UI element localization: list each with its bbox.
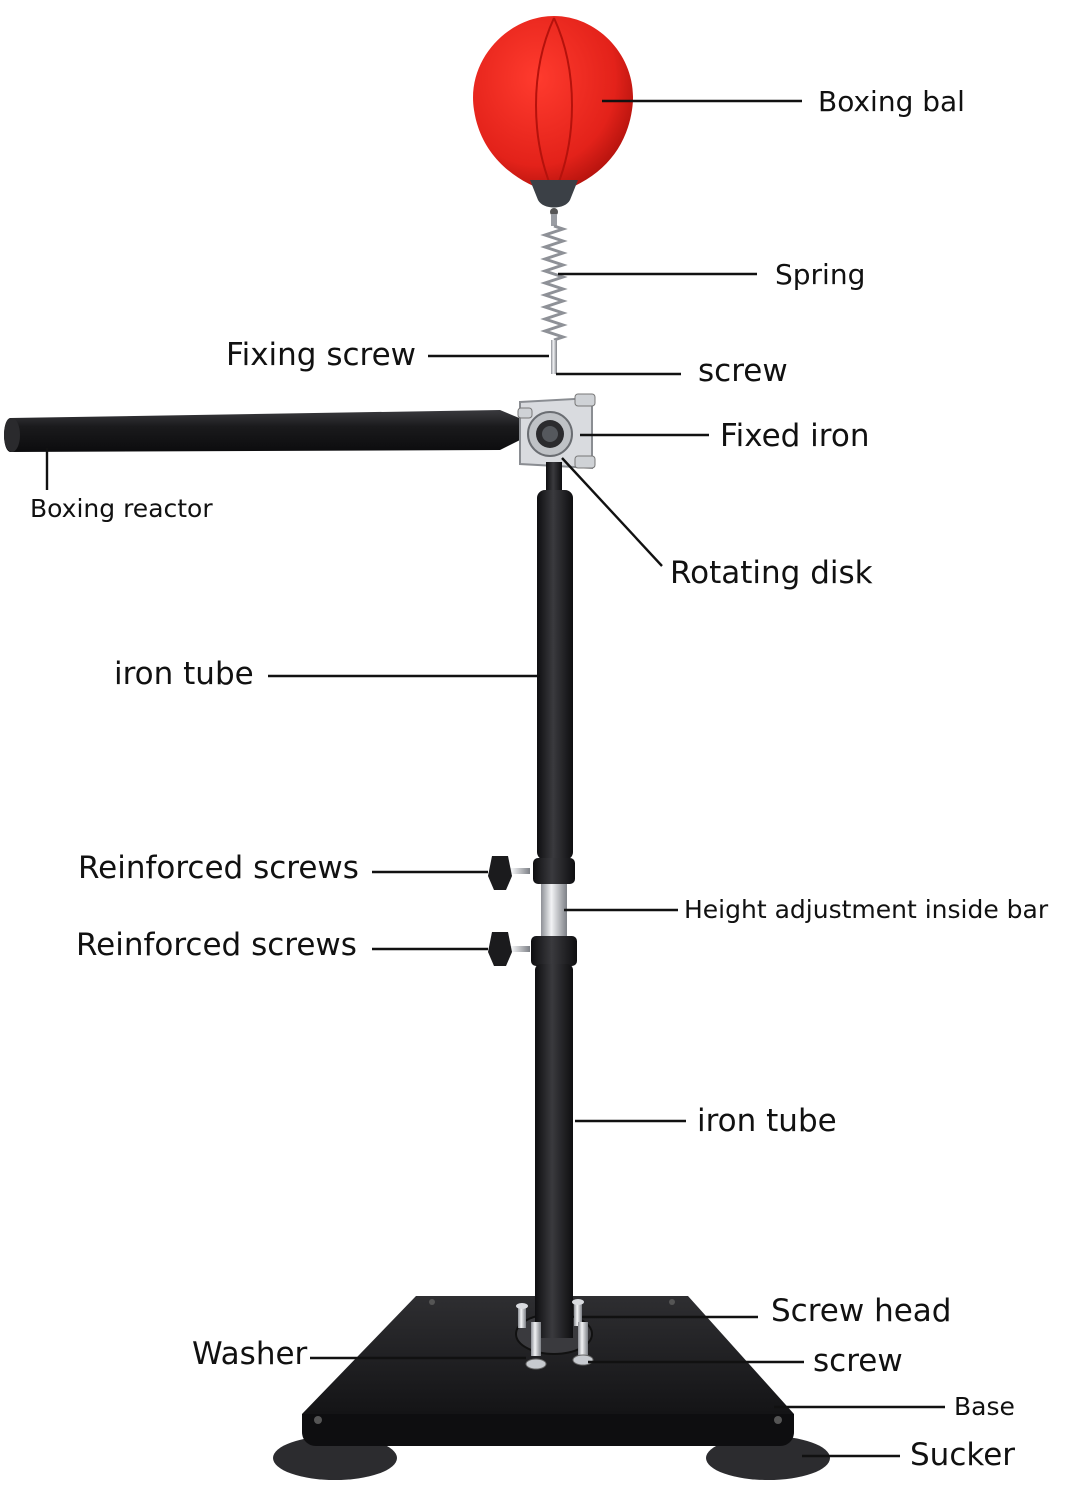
label-reinforced-screws-2: Reinforced screws: [76, 930, 357, 961]
leader-lines: [47, 101, 945, 1456]
label-boxing-reactor: Boxing reactor: [30, 496, 213, 521]
label-screw-bottom: screw: [813, 1346, 903, 1377]
lower-iron-tube: [531, 936, 577, 1340]
boxing-ball: [473, 16, 633, 216]
upper-iron-tube: [533, 462, 575, 884]
label-fixing-screw: Fixing screw: [226, 340, 416, 371]
reinforced-screw-knob-2: [488, 932, 530, 966]
label-boxing-ball: Boxing bal: [818, 88, 965, 116]
label-rotating-disk: Rotating disk: [670, 558, 873, 589]
label-sucker: Sucker: [910, 1440, 1015, 1471]
label-spring: Spring: [775, 261, 865, 289]
label-washer: Washer: [192, 1339, 307, 1370]
label-iron-tube-upper: iron tube: [114, 659, 254, 690]
height-adjustment-bar: [541, 884, 567, 940]
base-plate: [273, 1292, 830, 1480]
label-iron-tube-lower: iron tube: [697, 1106, 837, 1137]
label-screw-head: Screw head: [771, 1296, 951, 1327]
label-height-adjustment: Height adjustment inside bar: [684, 897, 1048, 922]
label-base: Base: [954, 1394, 1015, 1419]
label-reinforced-screws-1: Reinforced screws: [78, 853, 359, 884]
fixed-iron-bracket: [518, 394, 595, 468]
reinforced-screw-knob-1: [488, 856, 530, 890]
spring: [545, 214, 563, 374]
label-fixed-iron: Fixed iron: [720, 421, 869, 452]
boxing-reactor-bar: [4, 410, 524, 452]
label-screw-top: screw: [698, 356, 788, 387]
